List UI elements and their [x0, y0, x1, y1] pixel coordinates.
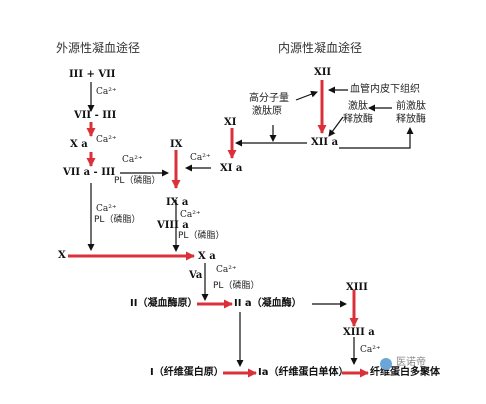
node-ixa: IX a	[166, 197, 189, 208]
cond-ca-8: Ca²⁺	[360, 345, 381, 355]
node-xi: XI	[224, 117, 237, 128]
node-x: X	[58, 250, 66, 261]
node-xa-center: X a	[198, 251, 216, 262]
node-xiiia: XIII a	[343, 327, 375, 338]
node-iii-vii: III + VII	[69, 69, 116, 80]
cond-ca-1: Ca²⁺	[96, 87, 117, 97]
node-xia: XI a	[220, 163, 243, 174]
node-i: I（纤维蛋白原）	[150, 367, 224, 378]
node-ii: II（凝血酶原）	[130, 298, 198, 309]
node-viia-iii: VII - III	[74, 110, 117, 121]
watermark-logo-icon	[380, 358, 392, 370]
node-xii: XII	[314, 67, 332, 78]
node-xiii: XIII	[346, 282, 368, 293]
cond-ca-4: Ca²⁺	[96, 204, 117, 214]
watermark-text: 医诺帝	[396, 357, 426, 368]
node-ix: IX	[170, 139, 183, 150]
label-hmwk: 高分子量	[249, 93, 289, 104]
label-vessel: 血管内皮下组织	[350, 84, 420, 95]
label-kallikrein-2: 释放酶	[343, 114, 373, 125]
node-iia: II a（凝血酶）	[234, 298, 302, 309]
cond-ca-2: Ca²⁺	[96, 135, 117, 145]
cond-ca-7: Ca²⁺	[216, 265, 237, 275]
label-prekallikrein: 前激肽	[396, 101, 426, 112]
arrow-kallikrein-to-xiia	[328, 116, 344, 137]
arrow-hmwk-to-xii	[295, 90, 318, 101]
cond-pl-4: PL（磷脂）	[94, 215, 141, 225]
label-prekallikrein-2: 释放酶	[396, 114, 426, 125]
cond-pl-3: PL（磷脂）	[114, 176, 161, 186]
arrow-xiia-feedback-to-prekallikrein	[339, 127, 414, 149]
node-ia: Ia（纤维蛋白单体）	[258, 367, 349, 378]
cond-pl-7: PL（磷脂）	[213, 281, 260, 291]
cond-ca-5: Ca²⁺	[190, 153, 211, 163]
cond-pl-6: PL（磷脂）	[178, 231, 225, 241]
node-viia-iii-2: VII a - III	[63, 167, 116, 178]
node-polymer: 纤维蛋白多聚体	[370, 367, 440, 378]
cond-ca-6: Ca²⁺	[180, 210, 201, 220]
node-va: Va	[189, 270, 203, 281]
node-viiia: VIII a	[157, 220, 189, 231]
node-xiia: XII a	[311, 137, 339, 148]
extrinsic-pathway-title: 外源性凝血途径	[56, 41, 141, 55]
intrinsic-pathway-title: 内源性凝血途径	[278, 41, 363, 55]
node-xa-left: X a	[70, 139, 88, 150]
cond-ca-3: Ca²⁺	[122, 155, 143, 165]
label-hmwk-2: 激肽原	[252, 106, 282, 117]
label-kallikrein: 激肽	[348, 101, 368, 112]
